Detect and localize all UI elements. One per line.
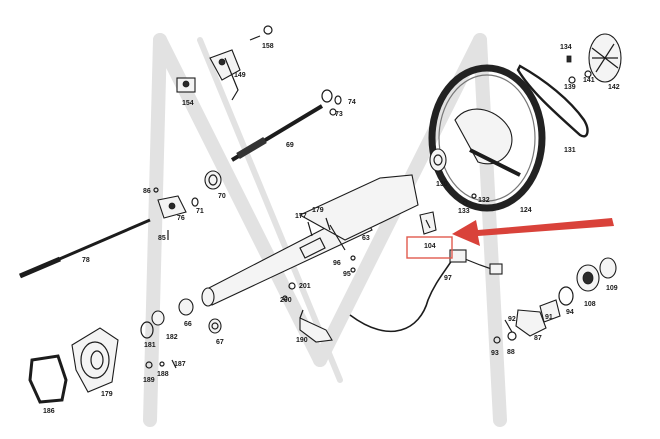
label-179: 179 <box>312 207 324 214</box>
label-179-flange: 179 <box>101 391 113 398</box>
label-139: 139 <box>564 84 576 91</box>
label-67: 67 <box>216 339 224 346</box>
label-97: 97 <box>444 275 452 282</box>
label-187: 187 <box>174 361 186 368</box>
label-91: 91 <box>545 314 553 321</box>
label-133: 133 <box>458 208 470 215</box>
label-92: 92 <box>508 316 516 323</box>
part-149-lock-cylinder <box>209 49 241 101</box>
label-109: 109 <box>606 285 618 292</box>
label-134: 134 <box>560 44 572 51</box>
part-124-steering-wheel <box>428 64 546 212</box>
part-96-95 <box>350 255 356 273</box>
label-66: 66 <box>184 321 192 328</box>
label-141: 141 <box>583 77 595 84</box>
part-78-lower-shaft <box>19 218 151 279</box>
label-201: 201 <box>299 283 311 290</box>
part-131-horn-ring <box>516 64 589 138</box>
part-69-upper-shaft <box>230 104 324 162</box>
part-179-flange <box>71 327 119 393</box>
label-85: 85 <box>158 235 166 242</box>
label-78: 78 <box>82 257 90 264</box>
part-104-clip <box>419 211 437 235</box>
parts-91-94-108-109 <box>539 257 617 323</box>
part-74-73 <box>321 89 342 116</box>
label-73: 73 <box>335 111 343 118</box>
part-154-switch <box>176 77 196 93</box>
label-76: 76 <box>177 215 185 222</box>
label-108: 108 <box>584 301 596 308</box>
label-130: 130 <box>436 181 448 188</box>
label-189: 189 <box>143 377 155 384</box>
label-158: 158 <box>262 43 274 50</box>
label-70: 70 <box>218 193 226 200</box>
label-132: 132 <box>478 197 490 204</box>
label-124: 124 <box>520 207 532 214</box>
part-70-71 <box>191 170 222 207</box>
part-142-horn-pad <box>588 33 622 83</box>
label-95: 95 <box>343 271 351 278</box>
highlight-annotation <box>406 218 614 259</box>
label-93: 93 <box>491 350 499 357</box>
highlight-arrow <box>452 218 614 246</box>
label-186: 186 <box>43 408 55 415</box>
label-182: 182 <box>166 334 178 341</box>
parts-134-139-141 <box>566 55 592 84</box>
label-74: 74 <box>348 99 356 106</box>
label-142: 142 <box>608 84 620 91</box>
label-181: 181 <box>144 342 156 349</box>
label-104: 104 <box>424 243 436 250</box>
parts-87-88-92-93 <box>493 309 547 344</box>
label-94: 94 <box>566 309 574 316</box>
label-200: 200 <box>280 297 292 304</box>
wiring-harness <box>349 249 503 333</box>
parts-130-132-133 <box>429 148 477 206</box>
label-86: 86 <box>143 188 151 195</box>
label-71: 71 <box>196 208 204 215</box>
part-76-bracket <box>153 187 187 240</box>
label-154: 154 <box>182 100 194 107</box>
label-96: 96 <box>333 260 341 267</box>
label-190: 190 <box>296 337 308 344</box>
label-131: 131 <box>564 147 576 154</box>
label-149: 149 <box>234 72 246 79</box>
label-87: 87 <box>534 335 542 342</box>
label-188: 188 <box>157 371 169 378</box>
label-177: 177 <box>295 213 307 220</box>
highlight-box <box>406 236 453 259</box>
part-158-key <box>249 25 273 41</box>
label-63: 63 <box>362 235 370 242</box>
part-177-179 <box>307 217 331 237</box>
part-63-column-jacket <box>201 174 419 307</box>
parts-181-182-66-67 <box>140 298 222 339</box>
label-69: 69 <box>286 142 294 149</box>
label-88: 88 <box>507 349 515 356</box>
part-186-gasket <box>28 354 68 404</box>
part-190-lever <box>282 282 333 343</box>
parts-187-189 <box>145 359 177 369</box>
